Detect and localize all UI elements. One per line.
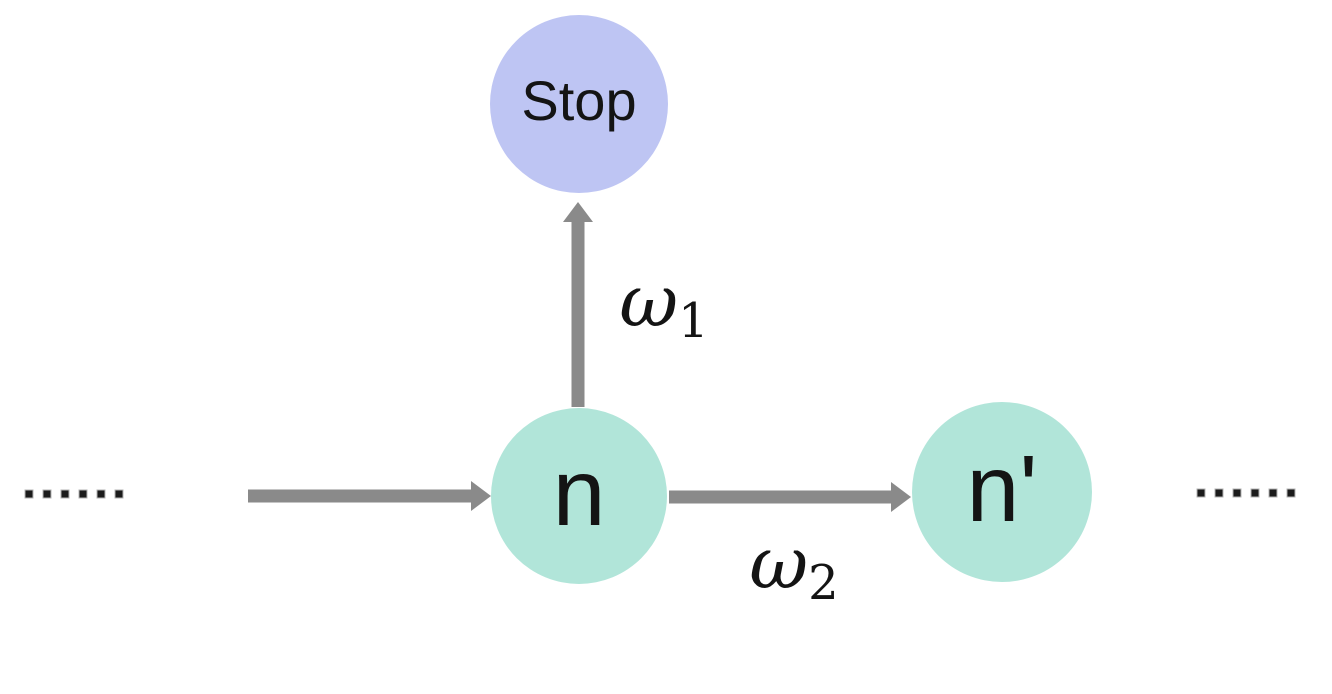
ellipsis-dot	[1214, 488, 1224, 498]
ellipsis-dot	[1250, 488, 1260, 498]
edge-label-omega-2: ω2	[749, 527, 838, 607]
node-n: n	[491, 408, 667, 584]
ellipsis-dot	[114, 489, 124, 499]
node-n-prime: n'	[912, 402, 1092, 582]
node-n-prime-label: n'	[966, 435, 1038, 542]
ellipsis-left	[24, 489, 124, 499]
ellipsis-dot	[60, 489, 70, 499]
ellipsis-dot	[1286, 488, 1296, 498]
ellipsis-dot	[96, 489, 106, 499]
omega-glyph: ω	[749, 521, 809, 606]
omega-subscript: 1	[678, 292, 709, 349]
ellipsis-right	[1196, 488, 1296, 498]
ellipsis-dot	[42, 489, 52, 499]
omega-glyph: ω	[619, 259, 679, 344]
ellipsis-dot	[1232, 488, 1242, 498]
node-stop: Stop	[490, 15, 668, 193]
node-n-label: n	[552, 439, 606, 546]
n-to-nprime-arrow	[669, 482, 911, 512]
omega-subscript: 2	[808, 554, 839, 611]
ellipsis-dot	[1196, 488, 1206, 498]
ellipsis-dot	[78, 489, 88, 499]
ellipsis-dot	[1268, 488, 1278, 498]
n-to-stop-arrow	[563, 202, 593, 407]
ellipsis-dot	[24, 489, 34, 499]
incoming-arrow	[248, 481, 491, 511]
node-stop-label: Stop	[521, 69, 637, 132]
edge-label-omega-1: ω1	[619, 265, 708, 345]
